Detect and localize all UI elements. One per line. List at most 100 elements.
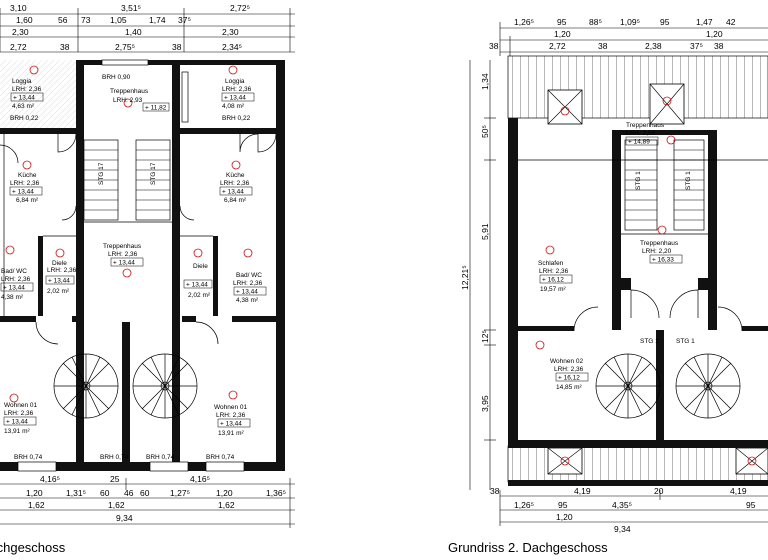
room-name: Wohnen 01	[214, 404, 248, 411]
left-top-dimension-lines	[0, 8, 295, 53]
room-name: Treppenhaus	[640, 240, 679, 247]
dim-label: 3,51⁵	[121, 3, 141, 13]
room-marker-icon	[231, 160, 241, 170]
plan-caption-left: Dachgeschoss	[0, 540, 66, 555]
room-level: + 13,44	[6, 419, 28, 426]
dim-label: 4,16⁵	[40, 474, 60, 484]
room-kueche-left: Küche LRH: 2,36 + 13,44 6,84 m²	[9, 160, 43, 204]
dim-label: 37⁵	[178, 15, 191, 25]
dim-label: 2,30	[12, 27, 29, 37]
left-annotations: BRH 0,90 BRH 0,22 BRH 0,22 BRH 0,74 BRH …	[10, 74, 251, 461]
right-side-dimension-lines	[469, 60, 496, 490]
dim-label: 88⁵	[589, 17, 602, 27]
room-level: + 13,44	[224, 95, 246, 102]
room-name: Loggia	[12, 78, 32, 85]
left-windows	[17, 59, 245, 472]
room-height: LRH: 2,93	[113, 97, 143, 104]
left-spiral-stairs	[53, 353, 198, 419]
room-level: + 14,89	[628, 139, 650, 146]
roof-area-top	[507, 55, 768, 119]
room-name: Loggia	[225, 78, 245, 85]
dim-label: 1,26⁵	[514, 17, 534, 27]
room-level: + 13,44	[236, 289, 258, 296]
room-marker-icon	[29, 65, 39, 75]
dim-label: 2,30	[222, 27, 239, 37]
room-bad-right: Bad/ WC LRH: 2,36 + 13,44 4,38 m²	[233, 248, 267, 304]
room-level: + 13,44	[220, 421, 242, 428]
left-top-dimensions: 3,10 1,60 56 73 1,05 1,74 37⁵ 2,72⁵ 3,51…	[10, 3, 250, 52]
dim-label: 95	[660, 17, 670, 27]
dim-label: 1,47	[696, 17, 713, 27]
right-top-dimensions: 1,26⁵ 95 88⁵ 1,09⁵ 95 1,47 42 1,20 1,20 …	[489, 17, 736, 51]
room-marker-icon	[193, 248, 203, 258]
room-area: 13,91 m²	[4, 428, 30, 435]
left-stair-flight	[84, 149, 170, 211]
room-kueche-right: Küche LRH: 2,36 + 13,44 6,84 m²	[219, 160, 253, 204]
brh-label: BRH 0,74	[14, 454, 43, 461]
left-bottom-dimensions: 4,16⁵ 25 4,16⁵ 1,20 1,31⁵ 60 46 60 1,27⁵…	[26, 474, 286, 523]
stg-label: STG 1	[685, 171, 692, 190]
dim-label: 38	[172, 42, 182, 52]
room-name: Küche	[18, 172, 37, 179]
dim-label: 95	[746, 500, 756, 510]
room-level: + 13,44	[12, 189, 34, 196]
room-name: Treppenhaus	[626, 122, 665, 129]
dim-label: 1,62	[28, 500, 45, 510]
room-wohnen-right: Wohnen 01 LRH: 2,36 + 13,44 13,91 m²	[214, 390, 251, 437]
room-marker-icon	[535, 340, 545, 350]
room-name: Treppenhaus	[103, 243, 142, 250]
dim-label: 73	[81, 15, 91, 25]
room-treppenhaus-top-2: Treppenhaus LRH: 2,58 + 14,89	[625, 122, 676, 146]
room-name: Diele	[52, 260, 67, 267]
room-marker-icon	[123, 98, 133, 108]
right-doors	[573, 289, 743, 332]
room-height: LRH: 2,36	[10, 180, 40, 187]
room-height: LRH: 2,36	[1, 276, 31, 283]
left-floor-plan: 3,10 1,60 56 73 1,05 1,74 37⁵ 2,72⁵ 3,51…	[0, 3, 295, 528]
room-treppenhaus-top: Treppenhaus LRH: 2,93 + 11,82	[110, 88, 170, 112]
room-name: Diele	[193, 263, 208, 270]
room-wohnen-02: Wohnen 02 LRH: 2,36 + 16,12 14,85 m²	[535, 340, 589, 391]
room-name: Küche	[226, 172, 245, 179]
dim-label: 2,38	[645, 41, 662, 51]
dim-label: 38	[60, 42, 70, 52]
right-bottom-dimension-lines	[499, 490, 768, 526]
room-marker-icon	[560, 106, 570, 116]
right-bottom-dimensions: 38 4,19 20 4,19 4,35⁵ 1,26⁵ 95 95 1,20 9…	[490, 486, 756, 534]
dim-label: 1,20	[26, 488, 43, 498]
room-level: + 16,12	[558, 375, 580, 382]
dim-label: 38	[598, 41, 608, 51]
room-area: 4,38 m²	[236, 297, 259, 304]
dim-label: 1,62	[108, 500, 125, 510]
dim-label: 42	[726, 17, 736, 27]
room-marker-icon	[228, 390, 238, 400]
room-area: 4,08 m²	[222, 103, 245, 110]
dim-label: 2,72	[549, 41, 566, 51]
dim-label: 1,20	[706, 29, 723, 39]
dim-label: 50⁵	[480, 125, 490, 138]
room-name: Wohnen 01	[4, 402, 38, 409]
dim-label: 5,91	[480, 223, 490, 240]
room-marker-icon	[22, 160, 32, 170]
room-area: 2,02 m²	[188, 292, 211, 299]
stg-label: STG 1	[676, 338, 695, 345]
room-height: LRH: 2,36	[216, 412, 246, 419]
room-height: LRH: 2,58	[626, 130, 656, 137]
room-height: LRH: 2,20	[642, 248, 672, 255]
dim-label: 1,20	[216, 488, 233, 498]
dim-label: 2,72	[10, 42, 27, 52]
right-side-dimensions: 1,34 50⁵ 5,91 12⁵ 3,95 12,21⁵	[460, 73, 490, 412]
room-name: Schlafen	[538, 260, 564, 267]
right-rooms: Treppenhaus LRH: 2,58 + 14,89 Schlafen L…	[535, 122, 683, 391]
brh-label: BRH 0,74	[146, 454, 175, 461]
room-bad-left: Bad/ WC LRH: 2,36 + 13,44 4,38 m²	[0, 245, 34, 301]
dim-label: 60	[140, 488, 150, 498]
dim-label: 37⁵	[690, 41, 703, 51]
room-area: 4,63 m²	[12, 103, 35, 110]
room-wohnen-left: Wohnen 01 LRH: 2,36 + 13,44 13,91 m²	[3, 393, 38, 435]
room-level: + 13,44	[222, 189, 244, 196]
dim-label: 20	[654, 486, 664, 496]
dim-label: 2,34⁵	[222, 42, 242, 52]
room-marker-icon	[5, 245, 15, 255]
